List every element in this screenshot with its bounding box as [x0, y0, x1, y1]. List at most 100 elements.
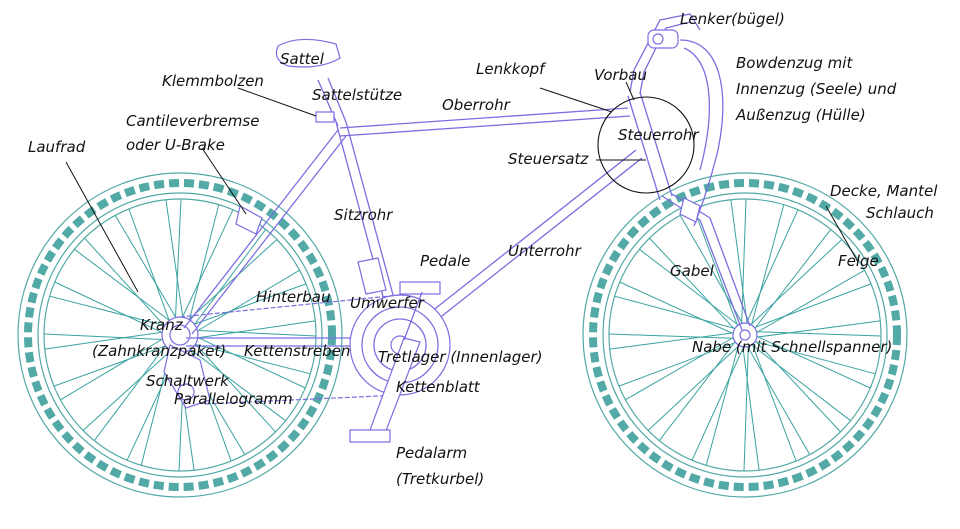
label-klemmbolzen: Klemmbolzen [162, 72, 264, 90]
seat-stays [183, 129, 347, 335]
spoke [625, 336, 736, 401]
lever-pivot [652, 33, 664, 45]
seat-tube [335, 121, 403, 331]
spoke [193, 320, 316, 339]
label-schaltwerk-2: Parallelogramm [174, 390, 293, 408]
spoke [53, 343, 170, 387]
stem-handlebar [629, 13, 701, 95]
labels: Lenker(bügel) Bowdenzug mit Innenzug (Se… [28, 10, 938, 488]
spoke [753, 338, 841, 433]
label-pedalarm-2: (Tretkurbel) [396, 470, 484, 488]
spoke [190, 283, 307, 327]
bowden-cable-front [679, 39, 724, 227]
rear-rim-inner [43, 198, 317, 472]
label-steuerrohr: Steuerrohr [618, 126, 699, 144]
front-derailleur [357, 257, 387, 295]
leader-klemmbolzen [237, 87, 317, 117]
label-bowdenzug-3: Außenzug (Hülle) [735, 106, 866, 124]
rear-tire [24, 179, 336, 491]
front-brake [679, 197, 701, 223]
spoke [60, 336, 167, 401]
spoke [730, 199, 748, 326]
spoke [746, 344, 811, 455]
front-tire [589, 179, 901, 491]
label-tretlager: Tretlager (Innenlager) [378, 348, 542, 366]
pedal-lower [349, 429, 391, 443]
rear-hub [169, 324, 191, 346]
front-rim-inner [608, 198, 882, 472]
label-umwerfer: Umwerfer [350, 294, 425, 312]
crank-arm-upper [403, 291, 423, 341]
spoke [193, 269, 300, 334]
spoke [754, 320, 881, 338]
label-kranz-1: Kranz [140, 316, 184, 334]
label-laufrad: Laufrad [28, 138, 86, 156]
label-kettenstreben: Kettenstreben [244, 342, 350, 360]
spoke [705, 342, 740, 466]
label-oberrohr: Oberrohr [442, 96, 511, 114]
spoke [185, 239, 278, 323]
spoke [748, 239, 843, 327]
label-decke-2: Schlauch [866, 204, 934, 222]
top-tube [339, 107, 631, 137]
spoke [186, 346, 286, 422]
spoke [74, 248, 174, 324]
rear-rim-outer [37, 192, 323, 478]
spoke [180, 209, 234, 322]
head-tube [627, 91, 673, 201]
spoke [753, 229, 832, 331]
label-gabel: Gabel [670, 262, 715, 280]
rear-derailleur [163, 344, 211, 409]
spoke [44, 331, 167, 350]
label-bowdenzug-1: Bowdenzug mit [736, 54, 853, 72]
down-tube [397, 149, 643, 347]
spoke [82, 347, 175, 431]
spoke [608, 333, 736, 339]
label-lenker: Lenker(bügel) [680, 10, 785, 28]
spoke [754, 331, 882, 337]
clamp-bolt [315, 111, 335, 123]
spoke [191, 342, 311, 375]
spoke [619, 281, 736, 335]
spoke [745, 209, 799, 326]
label-hinterbau: Hinterbau [256, 288, 330, 306]
spoke [618, 341, 738, 387]
label-kranz-2: (Zahnkranzpaket) [92, 342, 226, 360]
label-schaltwerk-1: Schaltwerk [146, 372, 230, 390]
pedal-upper [399, 281, 441, 295]
spoke [752, 283, 872, 329]
label-kettenblatt: Kettenblatt [396, 378, 481, 396]
spoke [754, 269, 865, 334]
rear-brake [235, 205, 263, 235]
front-tire-outer [582, 172, 908, 498]
label-felge: Felge [838, 252, 879, 270]
front-wheel [582, 172, 908, 498]
label-sitzrohr: Sitzrohr [334, 206, 393, 224]
leader-laufrad [65, 161, 139, 293]
derailleur-pulley [177, 383, 195, 401]
spoke [752, 340, 876, 375]
label-bowdenzug-2: Innenzug (Seele) und [736, 80, 897, 98]
spoke [751, 342, 797, 462]
label-cantilever-1: Cantileverbremse [126, 112, 259, 130]
leader-lines [65, 81, 859, 293]
spoke [658, 339, 737, 441]
spoke [609, 332, 736, 350]
saddle [275, 38, 341, 68]
drivetrain [163, 257, 451, 443]
spoke [84, 237, 168, 330]
spoke [191, 229, 267, 329]
spoke [754, 335, 871, 389]
leader-lenkkopf [539, 87, 613, 113]
bowden-cable-rear [683, 47, 710, 171]
spoke [193, 335, 306, 389]
leader-vorbau [625, 81, 635, 101]
label-sattelstuetze: Sattelstütze [312, 86, 402, 104]
front-rim-outer [602, 192, 888, 478]
spoke [174, 198, 182, 322]
spoke [742, 344, 760, 471]
spoke [743, 344, 749, 472]
label-pedale: Pedale [420, 252, 470, 270]
label-nabe: Nabe (mit Schnellspanner) [692, 338, 892, 356]
